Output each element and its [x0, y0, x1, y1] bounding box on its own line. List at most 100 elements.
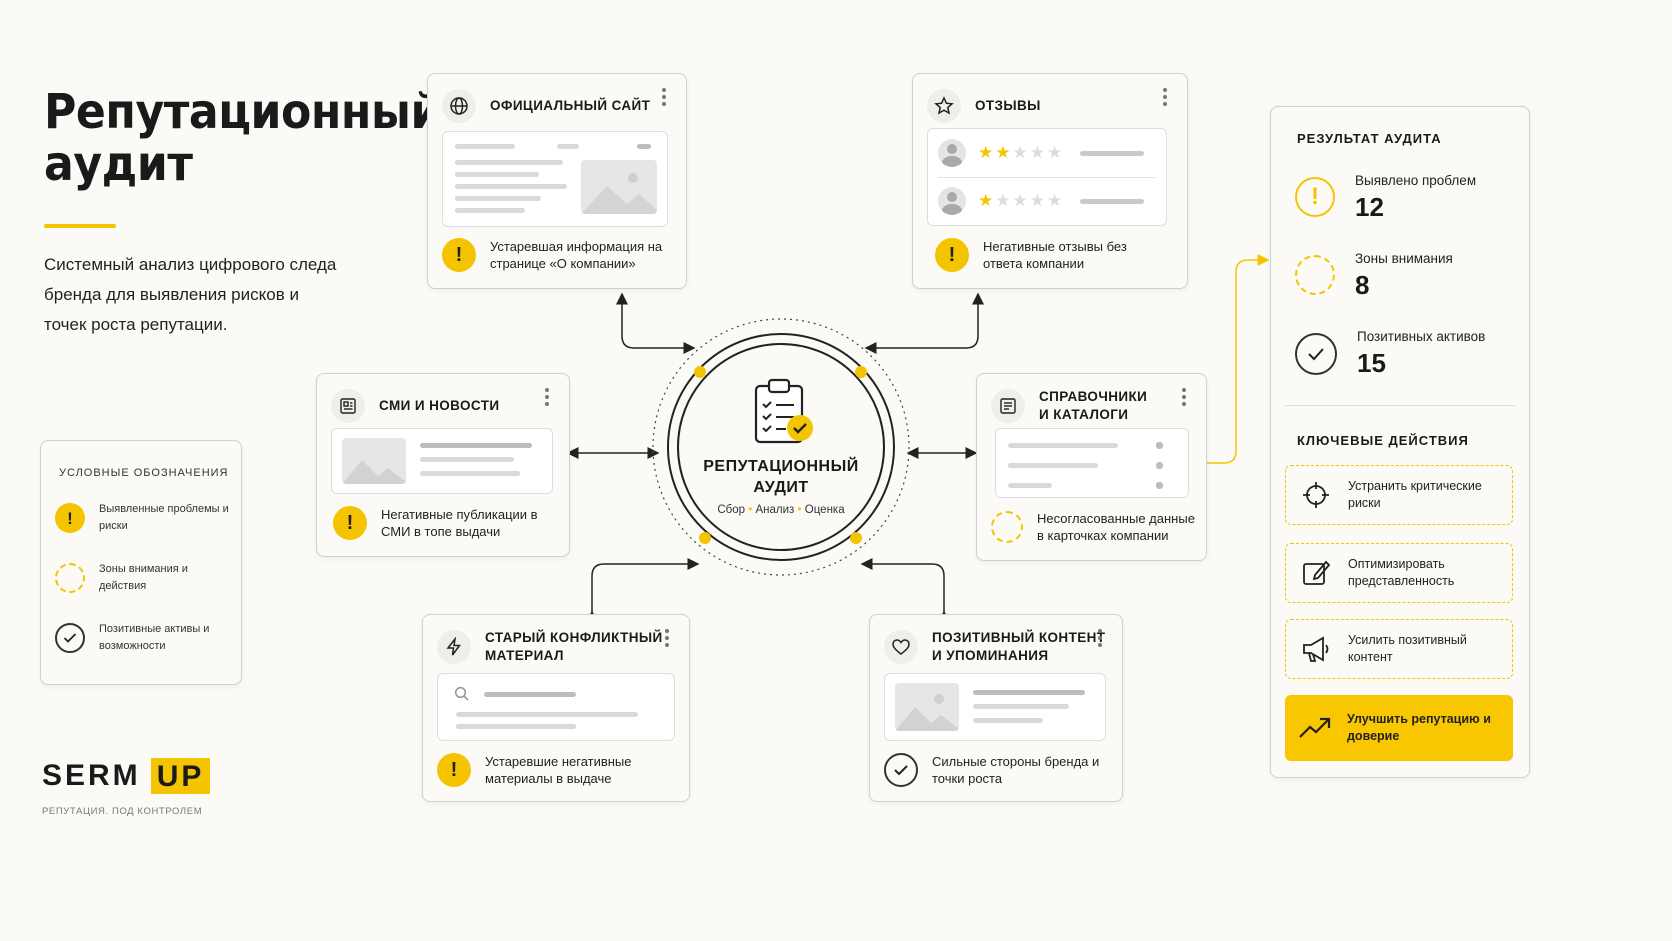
- note-text: Негативные публикации в СМИ в топе выдач…: [381, 507, 538, 539]
- note-text: Устаревшие негативные материалы в выдаче: [485, 754, 632, 786]
- title-line-2: И КАТАЛОГИ: [1039, 407, 1129, 422]
- stat-label: Позитивных активов: [1357, 329, 1486, 344]
- title-line-1: СТАРЫЙ КОНФЛИКТНЫЙ: [485, 630, 663, 645]
- stat-value: 8: [1355, 270, 1370, 300]
- card-note: Несогласованные данные в карточках компа…: [991, 510, 1201, 544]
- step-analyze: Анализ: [755, 504, 795, 516]
- note-text: Негативные отзывы без ответа компании: [983, 239, 1127, 271]
- star-icon: ★: [1029, 143, 1045, 162]
- star-icon: ★: [978, 191, 994, 210]
- stat-value: 12: [1355, 192, 1384, 222]
- lightning-icon: [437, 630, 471, 664]
- note-text: Устаревшая информация на странице «О ком…: [490, 239, 663, 271]
- action-improve-reputation[interactable]: Улучшить репутацию и доверие: [1285, 695, 1513, 761]
- stat-label: Выявлено проблем: [1355, 173, 1477, 188]
- warning-icon: !: [442, 238, 476, 272]
- brand-tagline: РЕПУТАЦИЯ. ПОД КОНТРОЛЕМ: [42, 806, 203, 817]
- more-icon[interactable]: [662, 88, 666, 109]
- action-boost-content[interactable]: Усилить позитивный контент: [1285, 619, 1513, 679]
- card-reviews[interactable]: ОТЗЫВЫ ★★★★★★★★★★ ! Негативные отзывы бе…: [912, 73, 1188, 289]
- card-title: СТАРЫЙ КОНФЛИКТНЫЙ МАТЕРИАЛ: [485, 629, 663, 665]
- step-evaluate: Оценка: [804, 504, 845, 516]
- review-text-bar: [1080, 150, 1145, 156]
- logo-badge: UP: [150, 758, 211, 794]
- legend-label: Зоны внимания и действия: [99, 563, 188, 592]
- title-line-1: СПРАВОЧНИКИ: [1039, 389, 1148, 404]
- warning-icon: !: [55, 503, 85, 533]
- connector-result: [1206, 254, 1270, 464]
- card-note: Сильные стороны бренда и точки роста: [884, 753, 1114, 787]
- dashed-circle-icon: [991, 511, 1023, 543]
- stat-problems: ! Выявлено проблем 12: [1295, 173, 1476, 223]
- title-line-2: МАТЕРИАЛ: [485, 648, 564, 663]
- note-text: Сильные стороны бренда и точки роста: [932, 754, 1100, 786]
- card-official-site[interactable]: ОФИЦИАЛЬНЫЙ САЙТ ! Устаревшая информация…: [427, 73, 687, 289]
- action-label: Улучшить репутацию и доверие: [1347, 712, 1491, 743]
- center-steps: Сбор • Анализ • Оценка: [717, 504, 845, 516]
- check-circle-icon: [55, 623, 85, 653]
- image-placeholder-icon: [581, 160, 657, 214]
- dashed-circle-icon: [55, 563, 85, 593]
- warning-icon: !: [437, 753, 471, 787]
- actions-title: КЛЮЧЕВЫЕ ДЕЙСТВИЯ: [1297, 433, 1469, 448]
- action-fix-risks[interactable]: Устранить критические риски: [1285, 465, 1513, 525]
- card-media[interactable]: СМИ И НОВОСТИ ! Негативные публикации в …: [316, 373, 570, 557]
- stat-attention: Зоны внимания 8: [1295, 251, 1453, 301]
- center-title: РЕПУТАЦИОННЫЙ АУДИТ: [703, 458, 859, 496]
- site-preview: [442, 131, 668, 227]
- review-row: ★★★★★: [938, 187, 1145, 215]
- globe-icon: [442, 89, 476, 123]
- newspaper-icon: [331, 389, 365, 423]
- stat-label: Зоны внимания: [1355, 251, 1453, 266]
- card-note: ! Устаревшая информация на странице «О к…: [442, 238, 672, 272]
- heart-icon: [884, 630, 918, 664]
- more-icon[interactable]: [1163, 88, 1167, 109]
- action-label: Усилить позитивный контент: [1348, 633, 1467, 664]
- review-text-bar: [1080, 198, 1145, 204]
- media-preview: [331, 428, 553, 494]
- star-icon: ★: [1047, 191, 1063, 210]
- card-positive-content[interactable]: ПОЗИТИВНЫЙ КОНТЕНТ И УПОМИНАНИЯ Сильные …: [869, 614, 1123, 802]
- star-icon: ★: [995, 143, 1011, 162]
- stat-positive: Позитивных активов 15: [1295, 329, 1485, 379]
- clipboard-check-icon: [754, 378, 813, 444]
- legend-item-attention: Зоны внимания и действия: [55, 561, 231, 595]
- search-icon: [454, 686, 470, 707]
- avatar-icon: [938, 139, 966, 167]
- legend-label: Позитивные активы и возможности: [99, 623, 210, 652]
- star-icon: ★: [1012, 191, 1028, 210]
- title-line-1: Репутационный: [44, 84, 441, 140]
- more-icon[interactable]: [665, 629, 669, 650]
- card-old-material[interactable]: СТАРЫЙ КОНФЛИКТНЫЙ МАТЕРИАЛ ! Устаревшие…: [422, 614, 690, 802]
- step-collect: Сбор: [717, 504, 746, 516]
- card-title: ПОЗИТИВНЫЙ КОНТЕНТ И УПОМИНАНИЯ: [932, 629, 1105, 665]
- reviews-list: ★★★★★★★★★★: [927, 128, 1167, 226]
- brand-logo[interactable]: SERM UP: [42, 758, 211, 794]
- image-placeholder-icon: [342, 438, 406, 484]
- dashed-circle-icon: [1295, 255, 1335, 295]
- check-circle-icon: [1295, 333, 1337, 375]
- legend-title: УСЛОВНЫЕ ОБОЗНАЧЕНИЯ: [59, 467, 229, 479]
- legend-item-positive: Позитивные активы и возможности: [55, 621, 231, 655]
- legend-label: Выявленные проблемы и риски: [99, 503, 229, 532]
- warning-icon: !: [1295, 177, 1335, 217]
- card-directories[interactable]: СПРАВОЧНИКИ И КАТАЛОГИ Несогласованные д…: [976, 373, 1207, 561]
- more-icon[interactable]: [1182, 388, 1186, 409]
- audit-result-panel: РЕЗУЛЬТАТ АУДИТА ! Выявлено проблем 12 З…: [1270, 106, 1530, 778]
- result-title: РЕЗУЛЬТАТ АУДИТА: [1297, 131, 1442, 146]
- content-preview: [884, 673, 1106, 741]
- more-icon[interactable]: [545, 388, 549, 409]
- crosshair-icon: [1298, 481, 1334, 509]
- more-icon[interactable]: [1098, 629, 1102, 650]
- search-preview: [437, 673, 675, 741]
- megaphone-icon: [1298, 635, 1334, 663]
- star-icon: ★: [995, 191, 1011, 210]
- title-underline: [44, 224, 116, 228]
- connector-positive: [860, 558, 950, 623]
- image-placeholder-icon: [895, 683, 959, 731]
- title-line-2: И УПОМИНАНИЯ: [932, 648, 1049, 663]
- page-title: Репутационный аудит: [44, 86, 441, 190]
- card-note: ! Негативные публикации в СМИ в топе выд…: [333, 506, 559, 540]
- action-optimize[interactable]: Оптимизировать представленность: [1285, 543, 1513, 603]
